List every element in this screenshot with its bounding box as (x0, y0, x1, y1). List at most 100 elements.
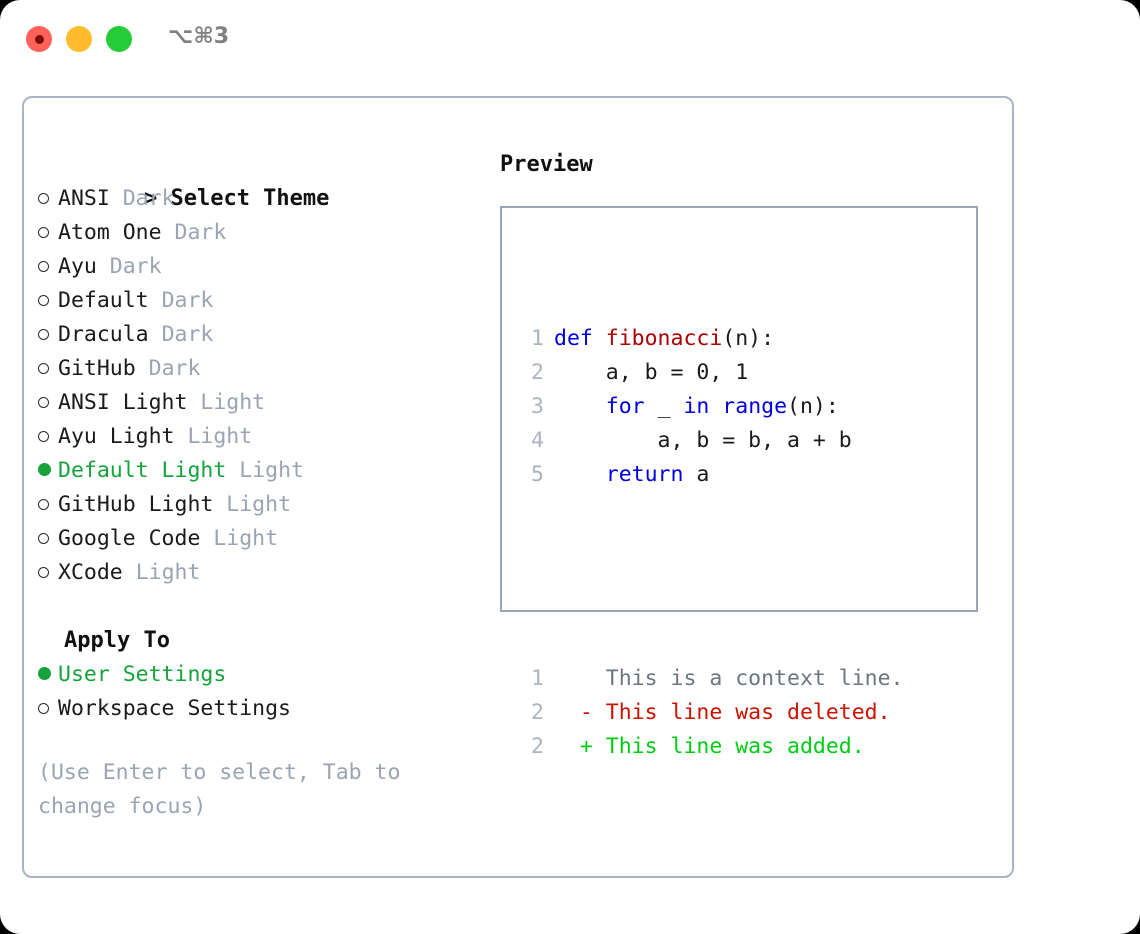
code-token-plain: a (683, 462, 710, 487)
theme-variant: Dark (161, 322, 214, 347)
theme-option-github-light[interactable]: GitHub Light Light (38, 488, 478, 522)
minimize-button[interactable] (66, 26, 92, 52)
radio-selected-icon (38, 454, 58, 488)
radio-icon (38, 284, 58, 318)
diff-line-del: 2 - This line was deleted. (518, 696, 904, 730)
title-bar: ⌥⌘3 (0, 0, 1140, 78)
space (187, 390, 200, 415)
radio-icon (38, 522, 58, 556)
theme-name: Default (58, 288, 149, 313)
code-token-kw: return (605, 462, 684, 487)
shortcut-label: ⌥⌘3 (168, 24, 230, 49)
theme-name: Ayu Light (58, 424, 175, 449)
code-token-plain: (n): (722, 326, 775, 351)
radio-icon (38, 386, 58, 420)
theme-variant: Light (213, 526, 279, 551)
line-number: 5 (531, 462, 544, 487)
theme-variant: Dark (148, 356, 201, 381)
theme-option-default-light[interactable]: Default Light Light (38, 454, 478, 488)
theme-option-ayu-light[interactable]: Ayu Light Light (38, 420, 478, 454)
code-line: 4 a, b = b, a + b (518, 424, 904, 458)
theme-option-github[interactable]: GitHub Dark (38, 352, 478, 386)
theme-variant: Dark (122, 186, 175, 211)
diff-line-ctx: 1 This is a context line. (518, 662, 904, 696)
theme-option-xcode[interactable]: XCode Light (38, 556, 478, 590)
code-token-plain: _ (644, 394, 684, 419)
theme-variant: Light (226, 492, 292, 517)
space (123, 560, 136, 585)
diff-text: This is a context line. (554, 666, 904, 691)
theme-name: Atom One (58, 220, 162, 245)
radio-icon (38, 352, 58, 386)
radio-icon (38, 420, 58, 454)
line-number: 1 (531, 666, 544, 691)
space (226, 458, 239, 483)
code-token-plain (554, 462, 606, 487)
theme-variant: Light (135, 560, 201, 585)
apply-to-label: User Settings (58, 662, 227, 687)
theme-option-google-code[interactable]: Google Code Light (38, 522, 478, 556)
theme-name: GitHub (58, 356, 136, 381)
theme-name: Ayu (58, 254, 97, 279)
radio-icon (38, 318, 58, 352)
select-theme-title: Select Theme (170, 186, 330, 211)
code-line: 3 for _ in range(n): (518, 390, 904, 424)
list-spacer (38, 590, 478, 624)
line-number: 3 (531, 394, 544, 419)
code-token-kw: in range (683, 394, 788, 419)
space (97, 254, 110, 279)
line-number: 4 (531, 428, 544, 453)
line-number: 2 (531, 360, 544, 385)
theme-option-ansi[interactable]: ANSI Dark (38, 182, 478, 216)
theme-variant: Light (239, 458, 304, 483)
line-number: 2 (531, 700, 544, 725)
apply-to-heading: Apply To (64, 628, 170, 653)
apply-to-label: Workspace Settings (58, 696, 291, 721)
keyboard-hint: (Use Enter to select, Tab to change focu… (38, 760, 401, 819)
space (136, 356, 149, 381)
maximize-button[interactable] (106, 26, 132, 52)
radio-selected-icon (38, 658, 58, 692)
theme-option-default[interactable]: Default Dark (38, 284, 478, 318)
line-number: 2 (531, 734, 544, 759)
theme-name: XCode (58, 560, 123, 585)
diff-text: - This line was deleted. (554, 700, 891, 725)
apply-to-option-user-settings[interactable]: User Settings (38, 658, 478, 692)
space (149, 288, 162, 313)
prompt-caret-icon: > (143, 186, 158, 211)
code-token-plain: a, b = b, a + b (554, 428, 852, 453)
diff-line-add: 2 + This line was added. (518, 730, 904, 764)
theme-name: ANSI Light (58, 390, 188, 415)
code-token-kw: for (605, 394, 645, 419)
theme-name: Default Light (58, 458, 227, 483)
theme-name: ANSI (58, 186, 110, 211)
code-token-plain: (n): (787, 394, 839, 419)
code-line: 2 a, b = 0, 1 (518, 356, 904, 390)
theme-variant: Light (200, 390, 266, 415)
space (200, 526, 213, 551)
theme-name: Dracula (58, 322, 149, 347)
apply-to-option-workspace-settings[interactable]: Workspace Settings (38, 692, 478, 726)
theme-option-atom-one[interactable]: Atom One Dark (38, 216, 478, 250)
theme-option-ansi-light[interactable]: ANSI Light Light (38, 386, 478, 420)
code-blank-line (518, 560, 904, 594)
theme-variant: Dark (161, 288, 214, 313)
radio-icon (38, 692, 58, 726)
diff-lines: 1 This is a context line.2 - This line w… (518, 662, 904, 764)
radio-icon (38, 250, 58, 284)
close-button[interactable] (26, 26, 52, 52)
theme-option-dracula[interactable]: Dracula Dark (38, 318, 478, 352)
radio-icon (38, 182, 58, 216)
theme-option-ayu[interactable]: Ayu Dark (38, 250, 478, 284)
select-theme-heading: > Select Theme (38, 148, 478, 211)
radio-icon (38, 556, 58, 590)
preview-heading: Preview (500, 152, 593, 177)
